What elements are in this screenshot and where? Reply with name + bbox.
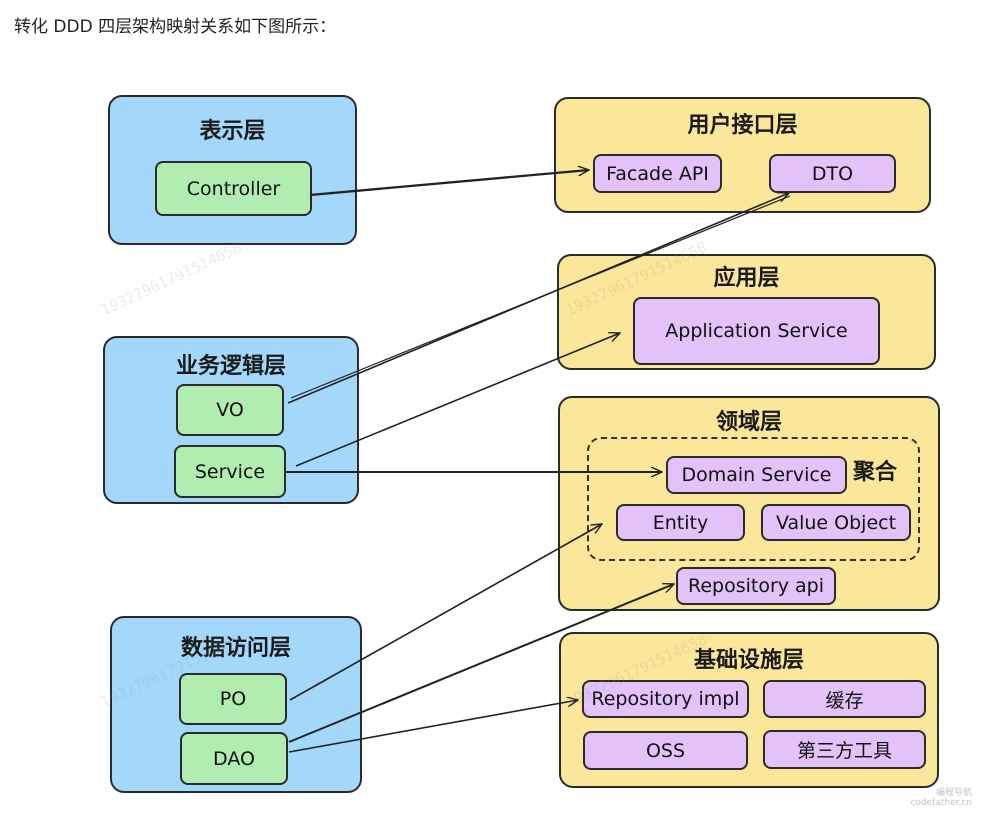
site-credit-domain: codefather.cn bbox=[910, 798, 972, 808]
site-credit-name: 编程导航 bbox=[935, 788, 972, 798]
user-interface-layer: 用户接口层 Facade API DTO bbox=[554, 97, 931, 213]
user-interface-layer-title: 用户接口层 bbox=[687, 113, 798, 138]
application-layer: 应用层 Application Service bbox=[557, 254, 936, 370]
repository-impl-box: Repository impl bbox=[582, 680, 749, 718]
domain-layer-title: 领域层 bbox=[715, 410, 782, 435]
data-access-layer: 数据访问层 PO DAO bbox=[110, 616, 362, 793]
data-access-layer-title: 数据访问层 bbox=[180, 636, 291, 661]
infrastructure-layer: 基础设施层 Repository impl 缓存 OSS 第三方工具 bbox=[559, 632, 939, 788]
value-object-box: Value Object bbox=[761, 504, 911, 541]
dto-box: DTO bbox=[769, 154, 896, 193]
service-box: Service bbox=[174, 445, 286, 498]
domain-layer: 领域层 聚合 Domain Service Entity Value Objec… bbox=[558, 396, 940, 611]
presentation-layer-title: 表示层 bbox=[199, 119, 266, 144]
business-logic-layer: 业务逻辑层 VO Service bbox=[103, 336, 359, 504]
infrastructure-layer-title: 基础设施层 bbox=[693, 648, 804, 673]
po-box: PO bbox=[179, 673, 287, 725]
aggregate-label: 聚合 bbox=[853, 460, 898, 485]
controller-box: Controller bbox=[155, 161, 312, 216]
page-heading: 转化 DDD 四层架构映射关系如下图所示： bbox=[14, 17, 337, 37]
oss-box: OSS bbox=[583, 731, 748, 770]
vo-box: VO bbox=[176, 384, 284, 436]
domain-service-box: Domain Service bbox=[666, 456, 847, 494]
entity-box: Entity bbox=[616, 504, 745, 541]
business-logic-layer-title: 业务逻辑层 bbox=[175, 354, 286, 379]
repository-api-box: Repository api bbox=[676, 567, 836, 605]
presentation-layer: 表示层 Controller bbox=[108, 95, 357, 245]
application-service-box: Application Service bbox=[633, 297, 880, 365]
third-party-tools-box: 第三方工具 bbox=[763, 730, 926, 769]
watermark-1: 19327961791514658 bbox=[98, 238, 245, 320]
facade-api-box: Facade API bbox=[593, 154, 722, 193]
site-credit: 编程导航 codefather.cn bbox=[910, 785, 972, 808]
dao-box: DAO bbox=[180, 732, 288, 785]
cache-box: 缓存 bbox=[763, 680, 926, 718]
application-layer-title: 应用层 bbox=[713, 266, 780, 291]
aggregate-boundary bbox=[587, 437, 920, 561]
